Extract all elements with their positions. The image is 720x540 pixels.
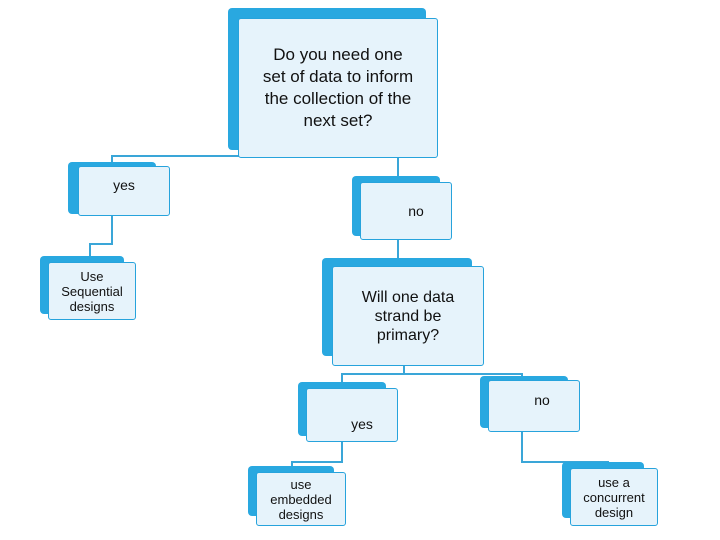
answer-yes-text-2: yes [351,416,373,432]
question-2-node: Will one data strand be primary? [322,258,486,368]
concurrent-design-node: use a concurrent design [562,462,658,526]
question-1-node: Do you need one set of data to inform th… [228,8,440,160]
answer-no-node-2: no [480,376,580,432]
connector-yes1-to-sequential [89,214,113,262]
answer-yes-text-1: yes [113,177,135,193]
sequential-design-node: Use Sequential designs [40,256,138,322]
answer-no-node-1: no [352,176,452,242]
connector-q2-to-yes2 [341,360,405,386]
sequential-design-text: Use Sequential designs [61,268,123,314]
answer-no-text-2: no [534,392,550,408]
concurrent-design-text: use a concurrent design [583,474,645,520]
embedded-design-node: use embedded designs [248,466,346,526]
answer-yes-node-1: yes [68,162,170,218]
answer-yes-node-2: yes [298,382,398,442]
answer-no-text-1: no [408,203,424,219]
question-2-text: Will one data strand be primary? [361,288,455,344]
question-1-text: Do you need one set of data to inform th… [262,45,414,130]
connector-no2-to-concurrent [521,428,609,466]
embedded-design-text: use embedded designs [270,476,332,522]
